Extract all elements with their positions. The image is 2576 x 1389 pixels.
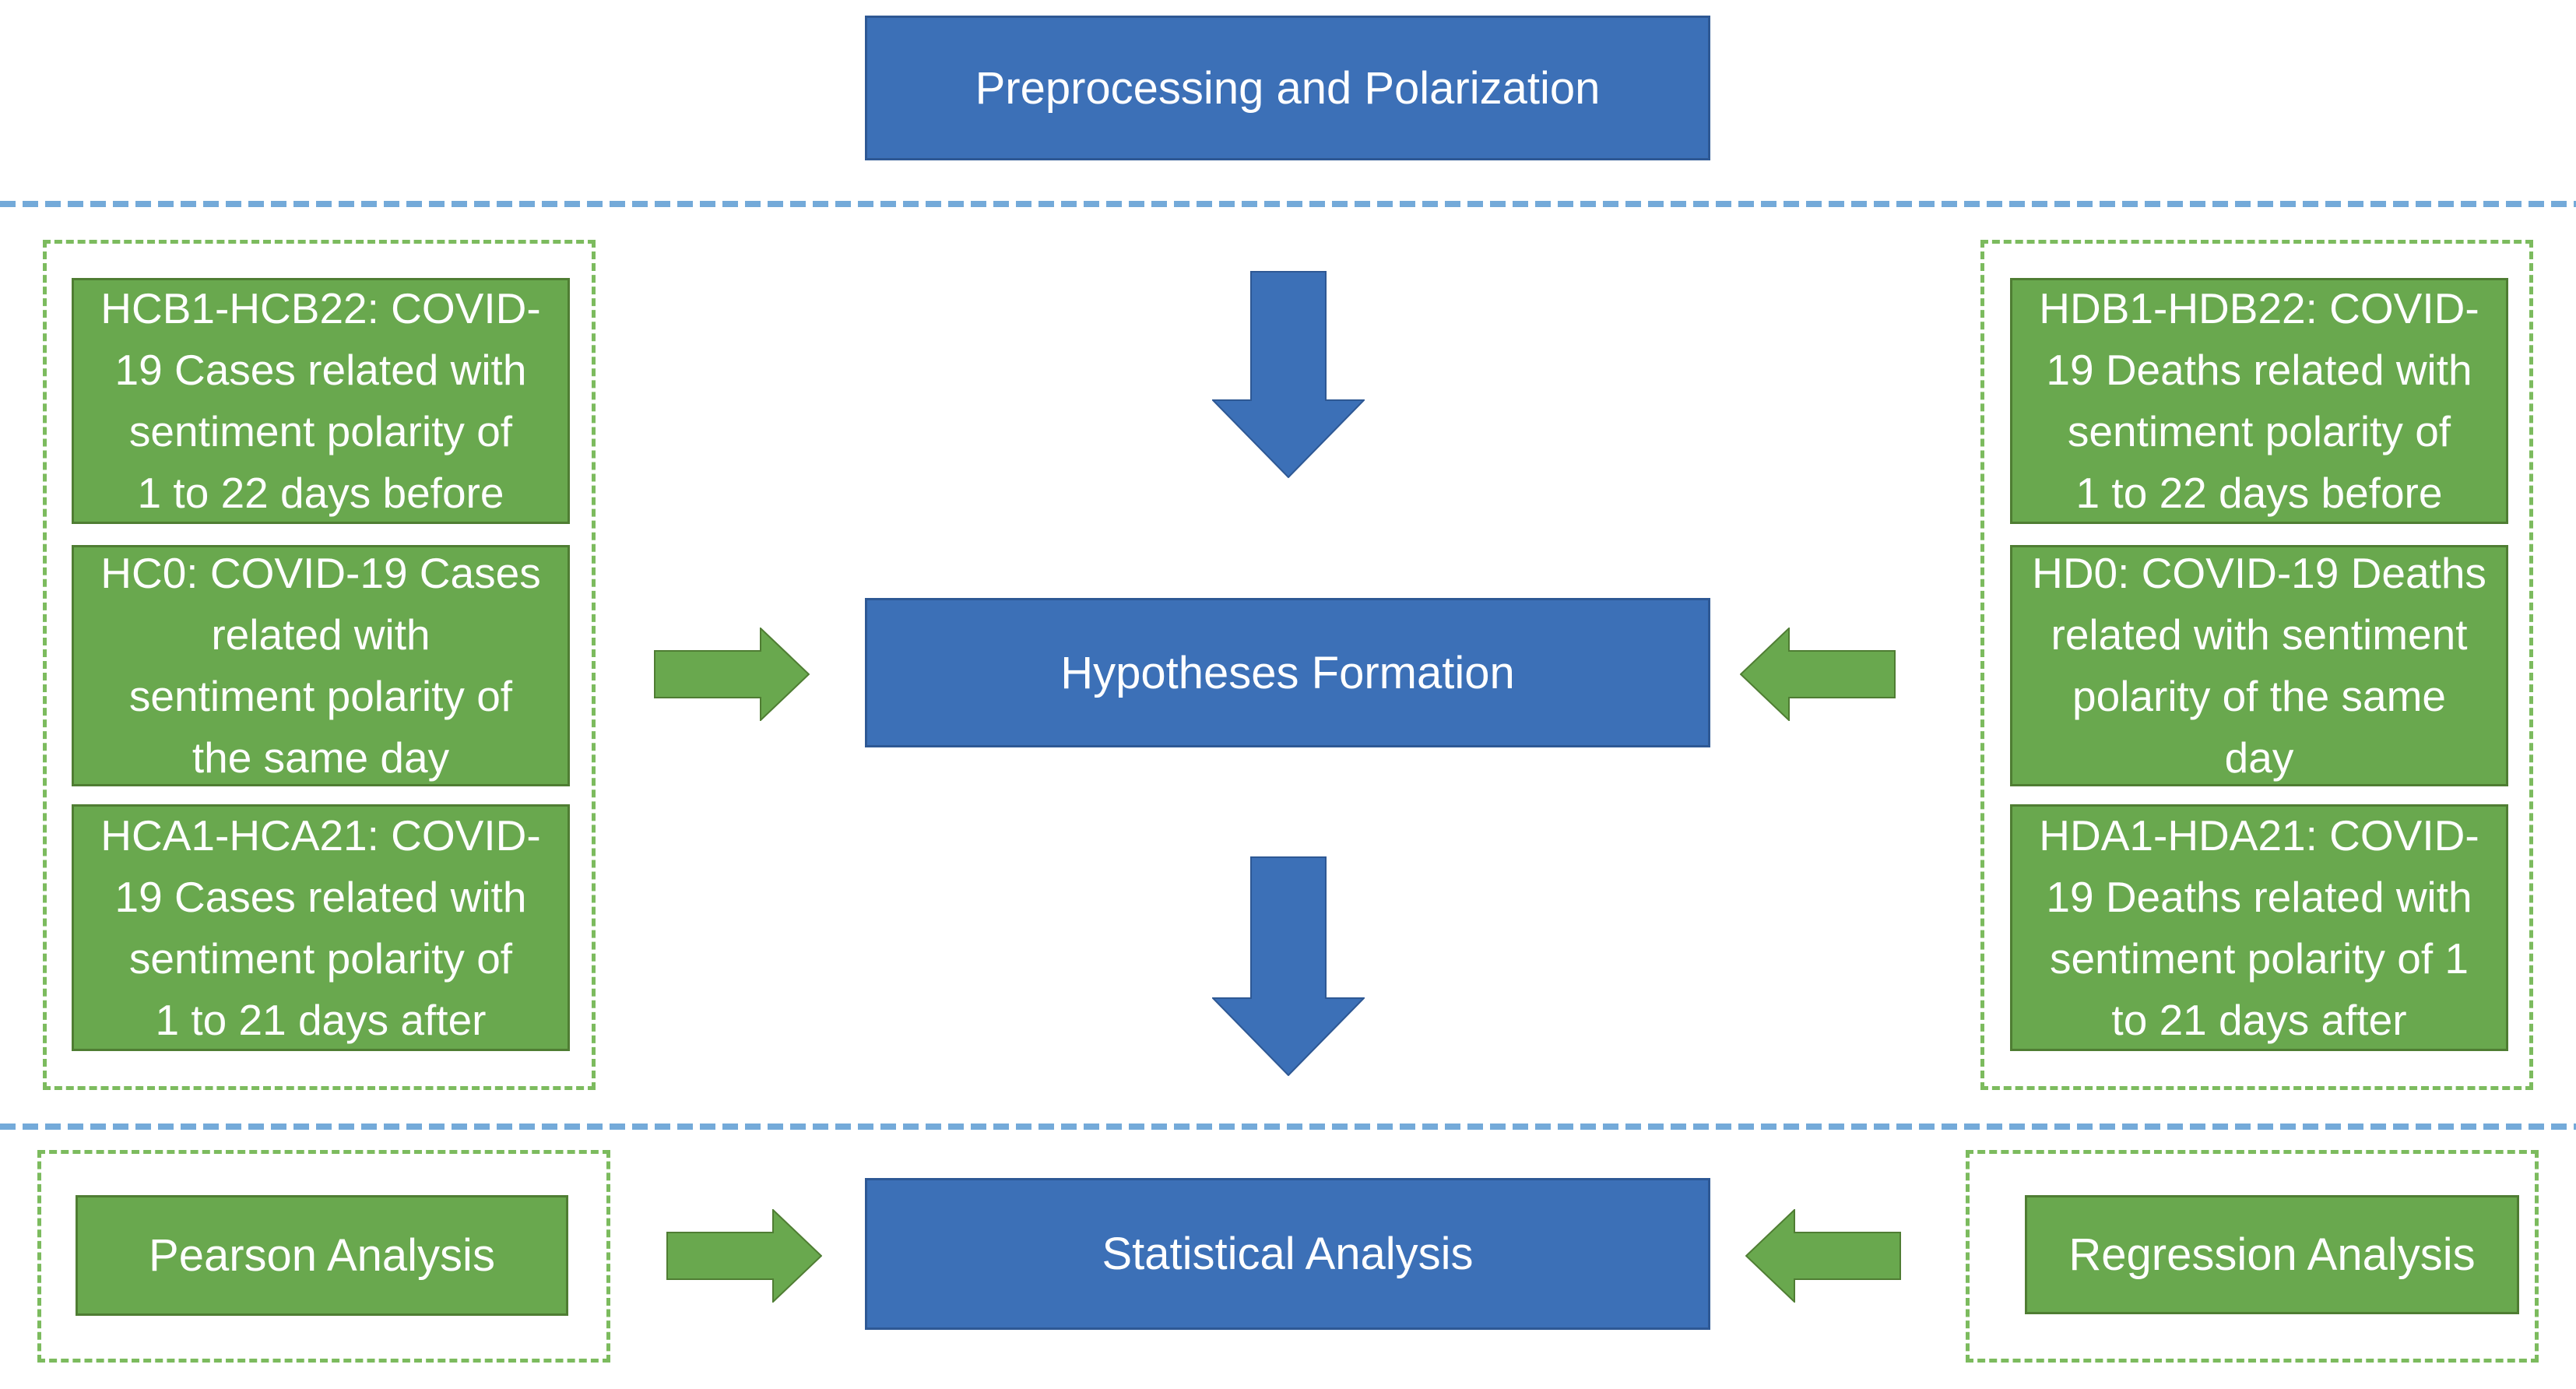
pearson-group (37, 1150, 610, 1363)
down-arrow-icon (1212, 271, 1365, 478)
right-arrow-icon (654, 628, 810, 721)
left-arrow-icon (1745, 1209, 1901, 1303)
separator-line-top (0, 201, 2576, 207)
pearson-analysis-box: Pearson Analysis (76, 1195, 568, 1316)
separator-line-bottom (0, 1124, 2576, 1130)
hypothesis-box-hca: HCA1-HCA21: COVID- 19 Cases related with… (72, 804, 570, 1051)
hypothesis-box-hcb: HCB1-HCB22: COVID- 19 Cases related with… (72, 278, 570, 524)
hypothesis-box-hdb: HDB1-HDB22: COVID- 19 Deaths related wit… (2010, 278, 2508, 524)
left-arrow-icon (1740, 628, 1896, 721)
right-arrow-icon (666, 1209, 822, 1303)
preprocessing-box: Preprocessing and Polarization (865, 16, 1710, 160)
regression-group (1966, 1150, 2539, 1363)
statistical-analysis-box: Statistical Analysis (865, 1178, 1710, 1330)
cases-hypotheses-group (43, 240, 596, 1090)
hypotheses-formation-box: Hypotheses Formation (865, 598, 1710, 747)
hypothesis-box-hda: HDA1-HDA21: COVID- 19 Deaths related wit… (2010, 804, 2508, 1051)
hypothesis-box-hc0: HC0: COVID-19 Cases related with sentime… (72, 545, 570, 786)
regression-analysis-box: Regression Analysis (2025, 1195, 2519, 1314)
hypothesis-box-hd0: HD0: COVID-19 Deaths related with sentim… (2010, 545, 2508, 786)
down-arrow-icon (1212, 856, 1365, 1076)
deaths-hypotheses-group (1980, 240, 2533, 1090)
